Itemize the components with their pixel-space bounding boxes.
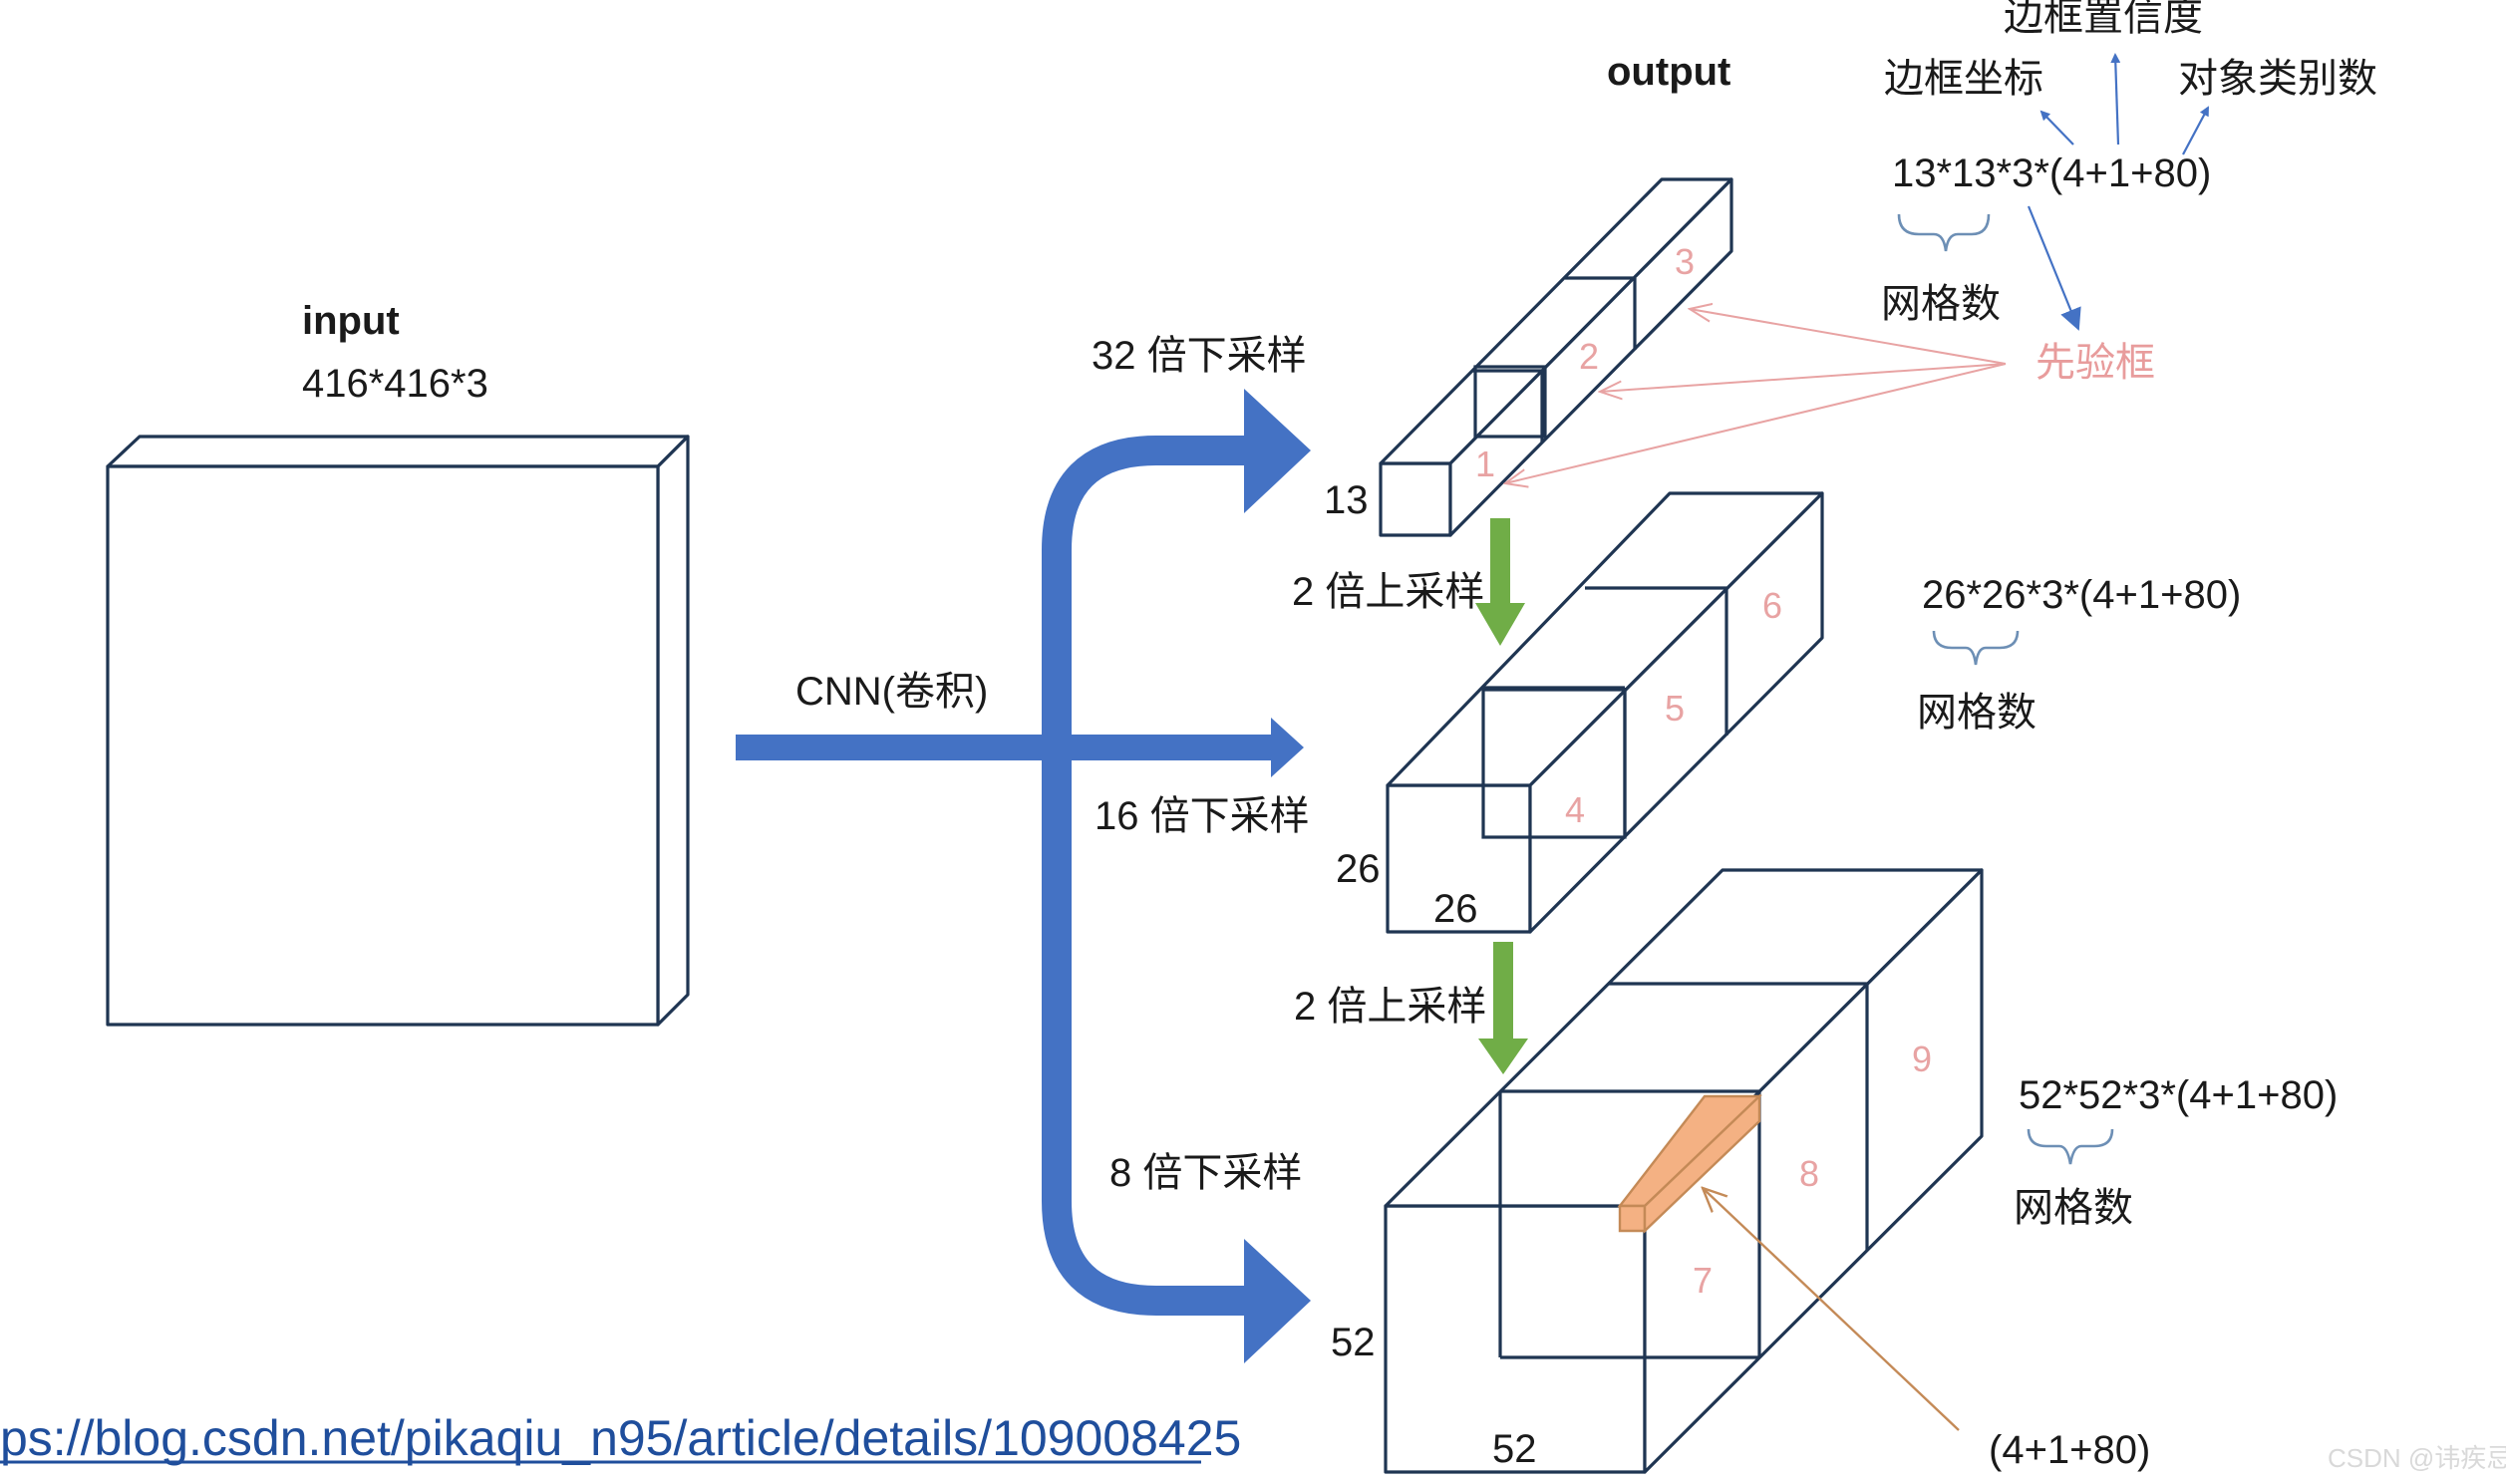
dim-52-side: 52 [1331,1321,1376,1364]
dim-52-bottom: 52 [1492,1427,1537,1471]
dim-26-bottom: 26 [1433,887,1478,931]
cube-52 [1384,868,1984,1474]
box-confidence-label: 边框置信度 [2004,0,2203,39]
prior-box-arrows [1505,309,2007,483]
input-title: input [302,299,400,343]
cell-number-8: 8 [1799,1153,1819,1194]
upsample-arrow-2 [1478,942,1528,1074]
cell-number-6: 6 [1762,585,1782,626]
box-coordinate-label: 边框坐标 [1884,57,2043,101]
formula-52: 52*52*3*(4+1+80) [2019,1073,2338,1117]
cell-number-5: 5 [1665,688,1685,729]
cell-number-7: 7 [1693,1260,1713,1301]
anchor-vector-arrow [1703,1188,1960,1431]
cnn-arrow [736,718,1304,777]
prior-box-label: 先验框 [2036,341,2155,385]
input-cube [106,435,690,1027]
grid-count-13: 网格数 [1881,282,2001,326]
csdn-watermark: CSDN @讳疾忌医丶 [2328,1443,2506,1473]
cube-13 [1379,177,1733,537]
source-link[interactable]: ps://blog.csdn.net/pikaqiu_n95/article/d… [0,1410,1241,1466]
class-count-label: 对象类别数 [2178,57,2377,101]
grid-count-26: 网格数 [1917,691,2036,735]
down8-label: 8 倍下采样 [1109,1151,1302,1195]
up2-label: 2 倍上采样 [1294,985,1486,1029]
dim-26-side: 26 [1336,847,1381,891]
arrow-32x-head [1244,389,1311,513]
anchor-vector-label: (4+1+80) [1989,1428,2150,1472]
cell-number-1: 1 [1475,444,1495,484]
formula-26: 26*26*3*(4+1+80) [1922,573,2241,617]
arrow-8x-head [1244,1239,1311,1363]
anchor-vector-bar [1617,1093,1762,1234]
cell-number-2: 2 [1579,336,1599,377]
down32-label: 32 倍下采样 [1092,334,1307,378]
cell-number-3: 3 [1675,241,1695,282]
dim-13: 13 [1324,478,1369,522]
up1-label: 2 倍上采样 [1292,570,1484,614]
upsample-arrow-1 [1475,518,1525,646]
input-size: 416*416*3 [302,362,488,406]
cnn-label: CNN(卷积) [795,670,988,714]
formula-13-arrows [2027,53,2209,331]
grid-count-52: 网格数 [2014,1186,2133,1230]
cell-number-9: 9 [1912,1039,1932,1079]
down16-label: 16 倍下采样 [1095,794,1310,838]
downsample-branch [1042,389,1311,1363]
cube-26 [1386,491,1824,934]
cell-number-4: 4 [1565,789,1585,830]
output-title: output [1607,50,1730,94]
formula-13: 13*13*3*(4+1+80) [1892,151,2211,195]
